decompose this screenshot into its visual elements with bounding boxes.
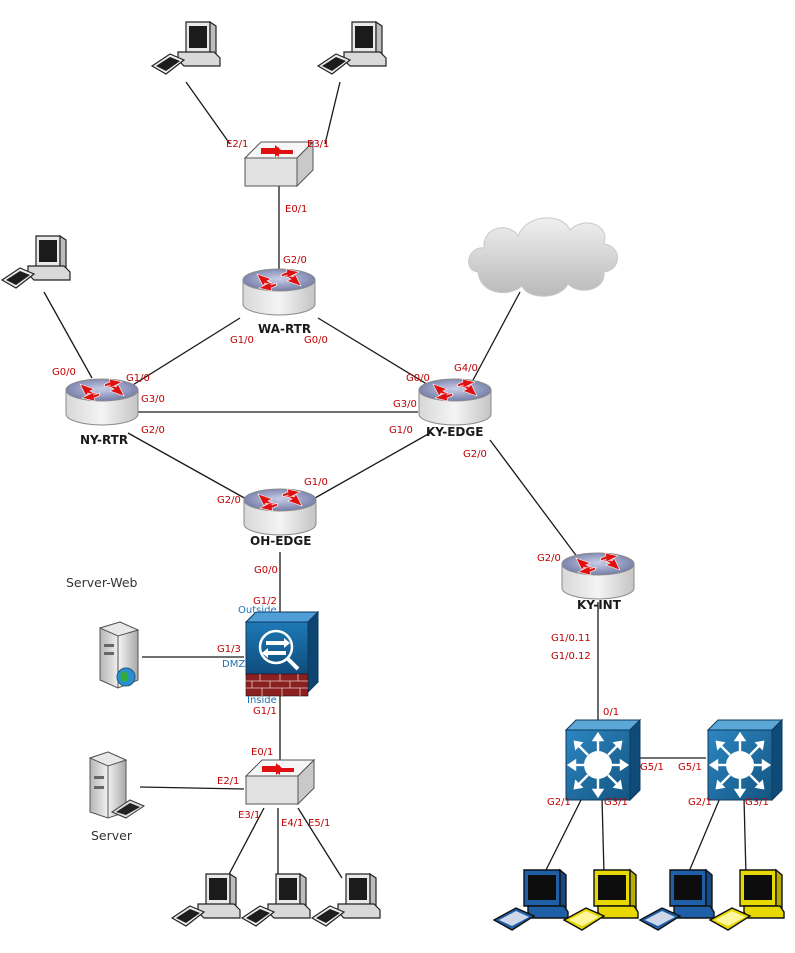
- link-mls-left-pc-yellow: [601, 797, 605, 875]
- pc-icon-top-left[interactable]: [151, 21, 221, 75]
- link-switch-bottom-pc3: [297, 807, 343, 879]
- switch-icon-top[interactable]: [244, 141, 314, 187]
- switch-icon-bottom[interactable]: [245, 759, 315, 805]
- cloud-icon: [468, 217, 618, 297]
- router-icon-ky-edge[interactable]: [418, 378, 492, 426]
- port-label: E4/1: [281, 818, 303, 829]
- router-icon-oh-edge[interactable]: [243, 488, 317, 536]
- port-label: G0/0: [254, 565, 278, 576]
- port-label: G3/1: [745, 797, 769, 808]
- pc-icon-bottom-2[interactable]: [241, 873, 311, 927]
- pc-icon-bottom-3[interactable]: [311, 873, 381, 927]
- label-wa-rtr: WA-RTR: [258, 322, 311, 336]
- port-label: G5/1: [640, 762, 664, 773]
- link-mls-right-pc-blue: [687, 797, 721, 875]
- firewall-icon[interactable]: [244, 610, 320, 697]
- port-label: E5/1: [308, 818, 330, 829]
- label-server-web: Server-Web: [66, 575, 138, 590]
- multilayer-switch-icon-left[interactable]: [564, 718, 642, 802]
- server-icon[interactable]: [88, 751, 146, 819]
- router-icon-wa-rtr[interactable]: [242, 268, 316, 316]
- port-label: G2/0: [141, 425, 165, 436]
- port-label: G4/0: [454, 363, 478, 374]
- link-switch-top-pc-left: [185, 81, 231, 145]
- label-inside: Inside: [247, 695, 277, 706]
- pc-icon-ny[interactable]: [1, 235, 71, 289]
- pc-icon-top-right[interactable]: [317, 21, 387, 75]
- router-icon-ky-int[interactable]: [561, 552, 635, 600]
- port-label: E2/1: [226, 139, 248, 150]
- port-label: G3/1: [604, 797, 628, 808]
- port-label: G0/0: [304, 335, 328, 346]
- port-label: G2/0: [537, 553, 561, 564]
- port-label: G1/0: [304, 477, 328, 488]
- link-cloud-ky-edge: [471, 291, 521, 383]
- port-label: E3/1: [307, 139, 329, 150]
- link-oh-edge-ky-edge: [314, 432, 431, 499]
- link-server-switch-bottom: [139, 786, 245, 790]
- link-ny-rtr-oh-edge: [127, 432, 249, 501]
- port-label: E3/1: [238, 810, 260, 821]
- label-dmz: DMZ: [222, 659, 245, 670]
- port-label: G1/0.11: [551, 633, 591, 644]
- label-ky-edge: KY-EDGE: [426, 425, 483, 439]
- port-label: G1/0: [389, 425, 413, 436]
- port-label: G2/1: [688, 797, 712, 808]
- pc-icon-bottom-1[interactable]: [171, 873, 241, 927]
- pc-yellow-icon-left[interactable]: [563, 869, 639, 931]
- label-outside: Outside: [238, 605, 277, 616]
- link-wa-rtr-ny-rtr: [127, 317, 241, 389]
- port-label: E0/1: [251, 747, 273, 758]
- link-pc-ny-rtr: [43, 291, 93, 379]
- port-label: G5/1: [678, 762, 702, 773]
- link-ky-edge-ky-int: [489, 439, 579, 559]
- port-label: G3/0: [393, 399, 417, 410]
- link-switch-bottom-pc1: [225, 807, 265, 881]
- server-icon-web[interactable]: [98, 621, 140, 689]
- port-label: G0/0: [52, 367, 76, 378]
- pc-blue-icon-right[interactable]: [639, 869, 715, 931]
- link-switch-top-pc-right: [324, 81, 341, 145]
- router-icon-ny-rtr[interactable]: [65, 378, 139, 426]
- port-label: G1/2: [253, 596, 277, 607]
- port-label: E2/1: [217, 776, 239, 787]
- label-server: Server: [91, 828, 133, 843]
- label-ky-int: KY-INT: [577, 598, 622, 612]
- port-label: G3/0: [141, 394, 165, 405]
- port-label: G0/0: [406, 373, 430, 384]
- port-label: G1/0: [126, 373, 150, 384]
- link-wa-rtr-ky-edge: [317, 317, 431, 387]
- multilayer-switch-icon-right[interactable]: [706, 718, 784, 802]
- link-mls-right-pc-yellow: [743, 797, 747, 877]
- port-label: G1/1: [253, 706, 277, 717]
- port-label: G2/0: [217, 495, 241, 506]
- pc-blue-icon-left[interactable]: [493, 869, 569, 931]
- links: [43, 81, 747, 881]
- label-ny-rtr: NY-RTR: [80, 433, 128, 447]
- label-oh-edge: OH-EDGE: [250, 534, 311, 548]
- port-label: 0/1: [603, 707, 619, 718]
- port-label: G1/3: [217, 644, 241, 655]
- port-label: G2/1: [547, 797, 571, 808]
- port-label: G1/0.12: [551, 651, 591, 662]
- port-label: E0/1: [285, 204, 307, 215]
- port-label: G1/0: [230, 335, 254, 346]
- port-label: G2/0: [463, 449, 487, 460]
- port-label: G2/0: [283, 255, 307, 266]
- pc-yellow-icon-right[interactable]: [709, 869, 785, 931]
- link-mls-left-pc-blue: [543, 797, 583, 875]
